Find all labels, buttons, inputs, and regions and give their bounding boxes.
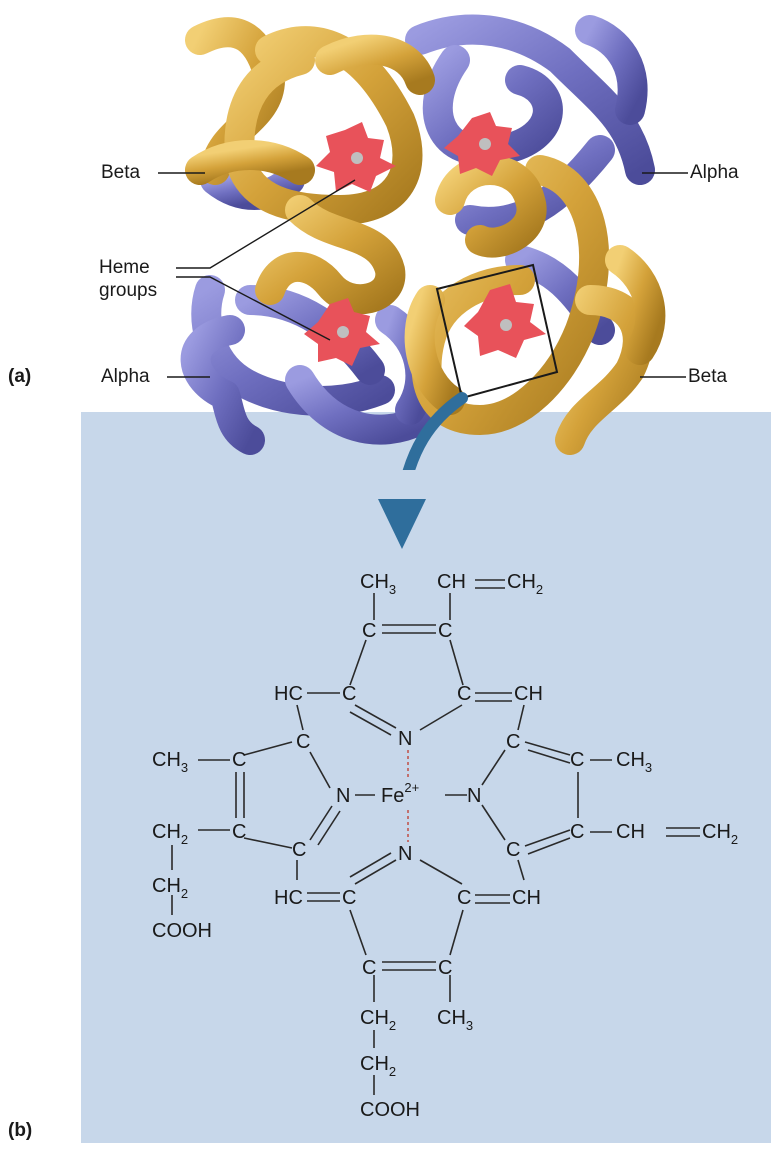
label-beta-right: Beta [688, 366, 728, 387]
panel-letter-a: (a) [8, 366, 32, 387]
atom-vinyl-top-ch: CH [437, 571, 466, 593]
atom-vinyl-top-ch2: CH2 [507, 571, 543, 597]
heme-highlight-box [435, 263, 559, 400]
atom-ch3-left: CH3 [152, 749, 188, 775]
atom-c-lower-right: C [457, 887, 471, 909]
atom-ch2-bottom-2: CH2 [360, 1053, 396, 1079]
atom-n-right: N [467, 785, 481, 807]
atom-vinyl-right-ch: CH [616, 821, 645, 843]
atom-hc-upper: HC [274, 683, 303, 705]
atom-ch-lower: CH [512, 887, 541, 909]
leader-lines [158, 172, 688, 378]
bond-lines [171, 579, 700, 1095]
zoom-arrow [402, 392, 468, 470]
atom-c-left-b: C [292, 839, 306, 861]
heme-group-upper-left [316, 122, 396, 192]
atom-cooh-bottom: COOH [360, 1099, 420, 1121]
label-beta-left: Beta [101, 162, 141, 183]
atom-n-bottom: N [398, 843, 412, 865]
atom-ch2-bottom-1: CH2 [360, 1007, 396, 1033]
atom-cooh-left: COOH [152, 920, 212, 942]
atom-c-upper-right: C [457, 683, 471, 705]
label-heme-groups-line1: Heme [99, 257, 150, 278]
atom-c-right-2: C [570, 821, 584, 843]
atom-c-bottom-left: C [362, 957, 376, 979]
label-alpha-right: Alpha [690, 162, 739, 183]
atom-c-left-2: C [232, 821, 246, 843]
atom-c-upper-left: C [342, 683, 356, 705]
atom-vinyl-right-ch2: CH2 [702, 821, 738, 847]
atom-c-left-a: C [296, 731, 310, 753]
atom-ch2-left-2: CH2 [152, 875, 188, 901]
panel-letter-b: (b) [8, 1120, 33, 1141]
atom-c-top-right: C [438, 620, 452, 642]
label-heme-groups-line2: groups [99, 280, 158, 301]
atom-hc-lower: HC [274, 887, 303, 909]
beta-chain-upper-left [185, 17, 435, 315]
atom-c-lower-left: C [342, 887, 356, 909]
atom-n-top: N [398, 728, 412, 750]
atom-ch3-bottom: CH3 [437, 1007, 473, 1033]
atom-c-bottom-right: C [438, 957, 452, 979]
atom-c-left-1: C [232, 749, 246, 771]
atom-ch2-left-1: CH2 [152, 821, 188, 847]
zoom-arrow-head [378, 499, 426, 549]
atom-n-left: N [336, 785, 350, 807]
panel-b-background [81, 412, 771, 1143]
hemoglobin-structure [158, 14, 688, 470]
heme-group-lower-right [464, 284, 546, 358]
heme-group-lower-left [304, 298, 380, 366]
atom-ch3-right: CH3 [616, 749, 652, 775]
atom-c-top-left: C [362, 620, 376, 642]
label-alpha-left: Alpha [101, 366, 150, 387]
atom-fe: Fe2+ [381, 780, 419, 807]
atom-c-right-b: C [506, 839, 520, 861]
atom-c-right-1: C [570, 749, 584, 771]
atom-ch-upper: CH [514, 683, 543, 705]
atom-ch3-top: CH3 [360, 571, 396, 597]
atom-c-right-a: C [506, 731, 520, 753]
heme-group-upper-right [444, 112, 520, 176]
beta-chain-lower-right [404, 155, 666, 455]
